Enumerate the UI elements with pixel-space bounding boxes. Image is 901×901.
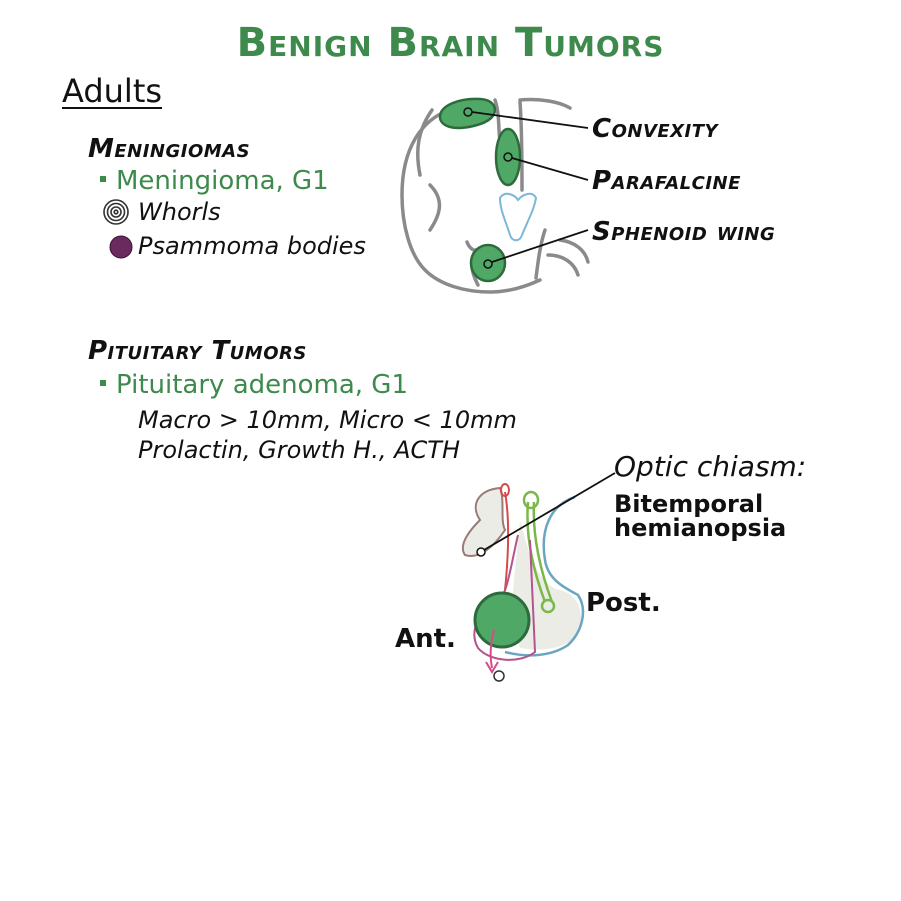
anterior-label: Ant.	[395, 624, 456, 654]
pituitary-adenoma-mass	[473, 591, 531, 649]
tumor-sphenoid-wing	[469, 243, 507, 283]
whorl-icon	[103, 199, 129, 225]
bullet-square-icon	[100, 379, 106, 386]
meningiomas-heading: Meningiomas	[88, 134, 251, 164]
tumor-parafalcine	[494, 127, 522, 187]
meningioma-feature-psammoma: Psammoma bodies	[138, 232, 366, 260]
bullet-square-icon	[100, 175, 106, 182]
tumor-convexity	[438, 97, 497, 130]
meningioma-leader-lines	[471, 111, 589, 263]
pituitary-item-label: Pituitary adenoma, G1	[116, 370, 408, 400]
psammoma-body-icon	[109, 235, 133, 259]
posterior-label: Post.	[586, 588, 661, 618]
pituitary-item: Pituitary adenoma, G1	[100, 370, 408, 400]
pituitary-sagittal-sketch	[461, 472, 616, 682]
meningioma-item: Meningioma, G1	[100, 166, 329, 196]
lateral-ventricle-shape	[498, 192, 538, 242]
location-label-parafalcine: Parafalcine	[592, 166, 741, 196]
pituitary-note-hormones: Prolactin, Growth H., ACTH	[138, 436, 460, 464]
pituitary-heading: Pituitary Tumors	[88, 336, 307, 366]
meningioma-item-label: Meningioma, G1	[116, 166, 329, 196]
page-title: Benign Brain Tumors	[236, 20, 665, 66]
pituitary-note-size: Macro > 10mm, Micro < 10mm	[138, 406, 517, 434]
location-label-convexity: Convexity	[592, 114, 719, 144]
chiasm-effect-line2: hemianopsia	[614, 514, 787, 542]
optic-chiasm-label: Optic chiasm:	[614, 450, 807, 483]
section-heading-adults: Adults	[62, 72, 163, 110]
brain-coronal-sketch	[400, 97, 590, 294]
meningioma-feature-whorls: Whorls	[138, 198, 221, 226]
location-label-sphenoid-wing: Sphenoid wing	[592, 217, 776, 247]
chiasm-effect-line1: Bitemporal	[614, 490, 764, 518]
